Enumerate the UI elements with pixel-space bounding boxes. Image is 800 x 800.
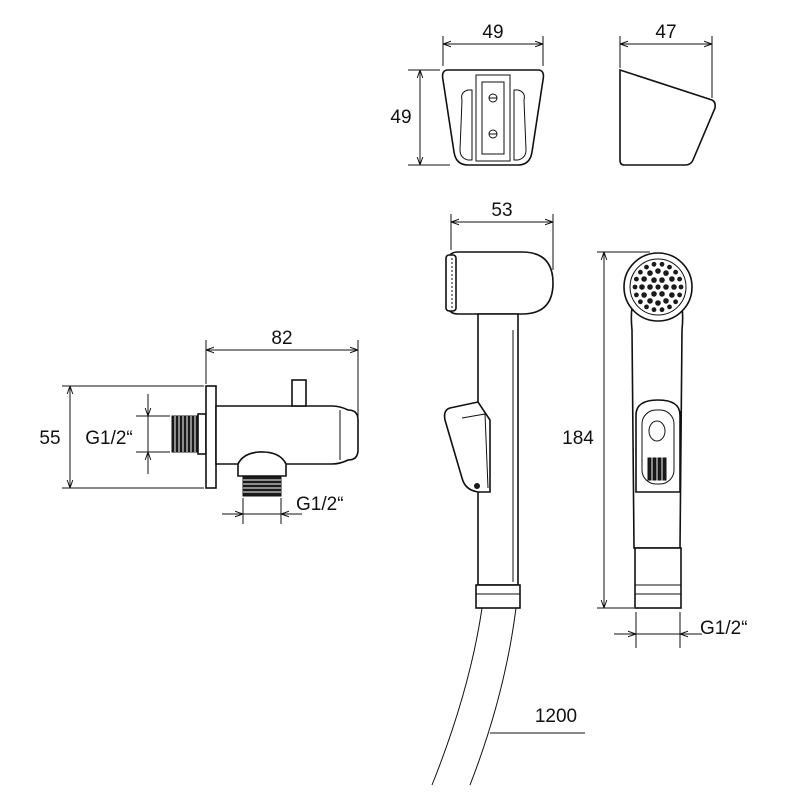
nozzle-hole xyxy=(673,269,678,275)
nozzle-hole xyxy=(673,299,678,305)
nozzle-hole xyxy=(639,284,645,290)
nozzle-hole xyxy=(651,307,657,313)
nozzle-hole xyxy=(669,276,675,282)
nozzle-hole xyxy=(647,298,653,304)
handset-front-view xyxy=(623,252,693,609)
nozzle-hole xyxy=(641,276,647,282)
nozzle-hole xyxy=(632,284,638,290)
handset-width-label: 53 xyxy=(491,200,512,221)
dimension-valve-length: 82 xyxy=(205,328,359,418)
holder-width-label: 49 xyxy=(482,22,503,43)
handset-thread-label: G1/2“ xyxy=(700,618,748,639)
nozzle-hole xyxy=(644,264,649,270)
nozzle-hole xyxy=(638,299,643,305)
nozzle-hole xyxy=(677,292,682,298)
button-grip-lines xyxy=(647,457,667,481)
nozzle-hole xyxy=(659,261,665,267)
nozzle-hole xyxy=(667,264,672,270)
nozzle-hole xyxy=(667,304,672,310)
dimension-holder-depth: 47 xyxy=(619,22,713,98)
nozzle-hole xyxy=(644,304,649,310)
nozzle-hole xyxy=(647,270,653,276)
nozzle-hole xyxy=(634,276,639,282)
nozzle-hole xyxy=(634,292,639,298)
nozzle-hole xyxy=(663,284,669,290)
holder-depth-label: 47 xyxy=(655,22,676,43)
nozzle-hole xyxy=(663,298,669,304)
hose xyxy=(431,607,517,786)
nozzle-hole xyxy=(669,292,675,298)
holder-side-view xyxy=(619,68,716,166)
wall-valve xyxy=(171,379,359,497)
valve-length-label: 82 xyxy=(271,328,292,349)
nozzle-hole xyxy=(659,291,665,297)
holder-height-label: 49 xyxy=(390,107,411,128)
nozzle-hole xyxy=(678,284,684,290)
inlet-thread-label: G1/2“ xyxy=(85,428,133,449)
hose-length-label: 1200 xyxy=(535,706,577,727)
holder-front-view xyxy=(441,69,545,166)
nozzle-hole xyxy=(655,268,661,274)
nozzle-hole xyxy=(659,307,665,313)
nozzle-hole xyxy=(655,300,661,306)
dimension-inlet-thread: G1/2“ xyxy=(85,394,170,474)
dimension-handset-length: 184 xyxy=(562,251,650,609)
dimension-handset-thread: G1/2“ xyxy=(614,612,748,648)
nozzle-hole xyxy=(638,269,643,275)
dimension-outlet-thread: G1/2“ xyxy=(222,494,344,524)
outlet-thread-label: G1/2“ xyxy=(296,494,344,515)
spray-nozzles xyxy=(632,261,684,313)
valve-height-label: 55 xyxy=(39,428,60,449)
nozzle-hole xyxy=(647,284,653,290)
nozzle-hole xyxy=(651,261,657,267)
dimension-holder-width: 49 xyxy=(442,22,544,66)
dimension-hose-length: 1200 xyxy=(490,706,585,734)
nozzle-hole xyxy=(651,291,657,297)
dimension-valve-height: 55 xyxy=(39,385,204,489)
nozzle-hole xyxy=(655,284,661,290)
handset-length-label: 184 xyxy=(562,428,594,449)
dimension-holder-height: 49 xyxy=(390,69,450,166)
nozzle-hole xyxy=(651,277,657,283)
nozzle-hole xyxy=(671,284,677,290)
nozzle-hole xyxy=(663,270,669,276)
dimension-handset-width: 53 xyxy=(450,200,554,270)
nozzle-hole xyxy=(677,276,682,282)
nozzle-hole xyxy=(659,277,665,283)
nozzle-hole xyxy=(641,292,647,298)
handset-side-view xyxy=(443,251,554,609)
